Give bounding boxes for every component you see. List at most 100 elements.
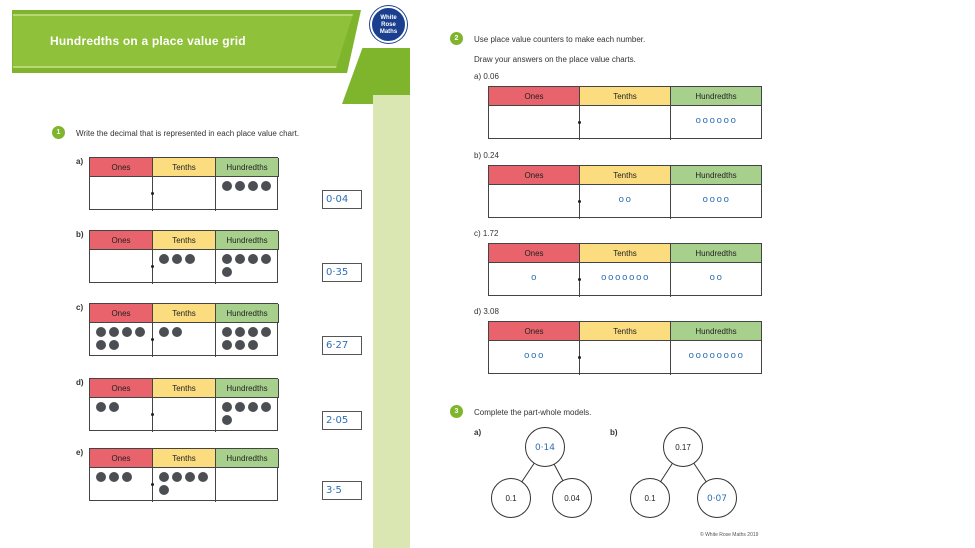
counter [261,327,271,337]
column-header-ones: Ones [90,304,153,323]
question-3-part-label: b) [610,428,618,437]
column-cell-tenths: ooooooo [580,263,671,297]
answer-box: 2·05 [322,411,362,430]
column-cell-tenths [580,106,671,140]
decimal-point [151,483,154,486]
column-cell-tenths [580,341,671,375]
counter [159,472,169,482]
counter [222,181,232,191]
column-header-tenths: Tenths [580,244,671,263]
column-cell-ones: o [489,263,580,297]
handwritten-counters: oooooooo [688,351,745,361]
column-cell-tenths [153,250,216,284]
counter [109,402,119,412]
column-cell-ones: ooo [489,341,580,375]
decimal-point [578,121,581,124]
counter [248,181,258,191]
logo-text-rose: Rose [381,22,396,28]
counter [248,327,258,337]
column-header-hundredths: Hundredths [216,379,279,398]
column-cell-ones [90,398,153,432]
counter [109,327,119,337]
question-2-number: 2 [450,32,463,45]
column-cell-hundredths: oooooo [671,106,762,140]
decorative-strip [373,95,410,548]
question-1-instruction: Write the decimal that is represented in… [76,129,300,138]
counter [248,402,258,412]
column-cell-ones [90,177,153,211]
question-2-part-label: d) 3.08 [474,307,499,316]
column-header-ones: Ones [90,158,153,177]
column-header-tenths: Tenths [153,449,216,468]
answer-box: 0·35 [322,263,362,282]
counter [96,327,106,337]
decimal-point [578,278,581,281]
logo-text-maths: Maths [379,29,398,35]
column-cell-tenths: oo [580,185,671,219]
counter [235,327,245,337]
counter [235,254,245,264]
counter [172,472,182,482]
column-header-ones: Ones [489,244,580,263]
counter [185,254,195,264]
counter [96,340,106,350]
part-circle: 0.04 [552,478,592,518]
question-2-instruction-1: Use place value counters to make each nu… [474,35,646,44]
column-header-tenths: Tenths [580,322,671,341]
column-header-ones: Ones [90,449,153,468]
question-1-part-label: b) [76,230,84,239]
part-circle: 0.1 [491,478,531,518]
counter [261,254,271,264]
question-1-part-label: d) [76,378,84,387]
counter [235,402,245,412]
column-cell-hundredths: oooo [671,185,762,219]
decimal-point [151,192,154,195]
column-header-hundredths: Hundredths [671,87,762,106]
decimal-point [578,200,581,203]
handwritten-counters: ooooooo [600,273,651,283]
counter [122,327,132,337]
column-cell-ones [90,468,153,502]
counter [222,340,232,350]
column-cell-hundredths [216,323,279,357]
copyright: © White Rose Maths 2019 [700,532,759,538]
column-cell-hundredths [216,398,279,432]
column-cell-tenths [153,398,216,432]
question-1-part-label: c) [76,303,84,312]
column-cell-tenths [153,323,216,357]
question-1-part-label: a) [76,157,84,166]
column-header-tenths: Tenths [153,231,216,250]
question-1-part-label: e) [76,448,84,457]
column-header-tenths: Tenths [153,304,216,323]
column-cell-ones [489,185,580,219]
column-cell-hundredths [216,177,279,211]
column-header-ones: Ones [90,379,153,398]
counter [185,472,195,482]
column-cell-ones [90,323,153,357]
question-2-part-label: a) 0.06 [474,72,499,81]
handwritten-counters: oo [618,195,633,205]
counter [159,485,169,495]
counter [135,327,145,337]
counter [109,340,119,350]
counter [222,327,232,337]
column-cell-tenths [153,468,216,502]
question-2-instruction-2: Draw your answers on the place value cha… [474,55,636,64]
answer-box: 0·04 [322,190,362,209]
decimal-point [151,413,154,416]
column-cell-ones [489,106,580,140]
handwritten-counters: oo [709,273,724,283]
column-header-ones: Ones [489,87,580,106]
column-cell-hundredths [216,468,279,502]
counter [159,254,169,264]
counter [198,472,208,482]
column-header-hundredths: Hundredths [216,304,279,323]
